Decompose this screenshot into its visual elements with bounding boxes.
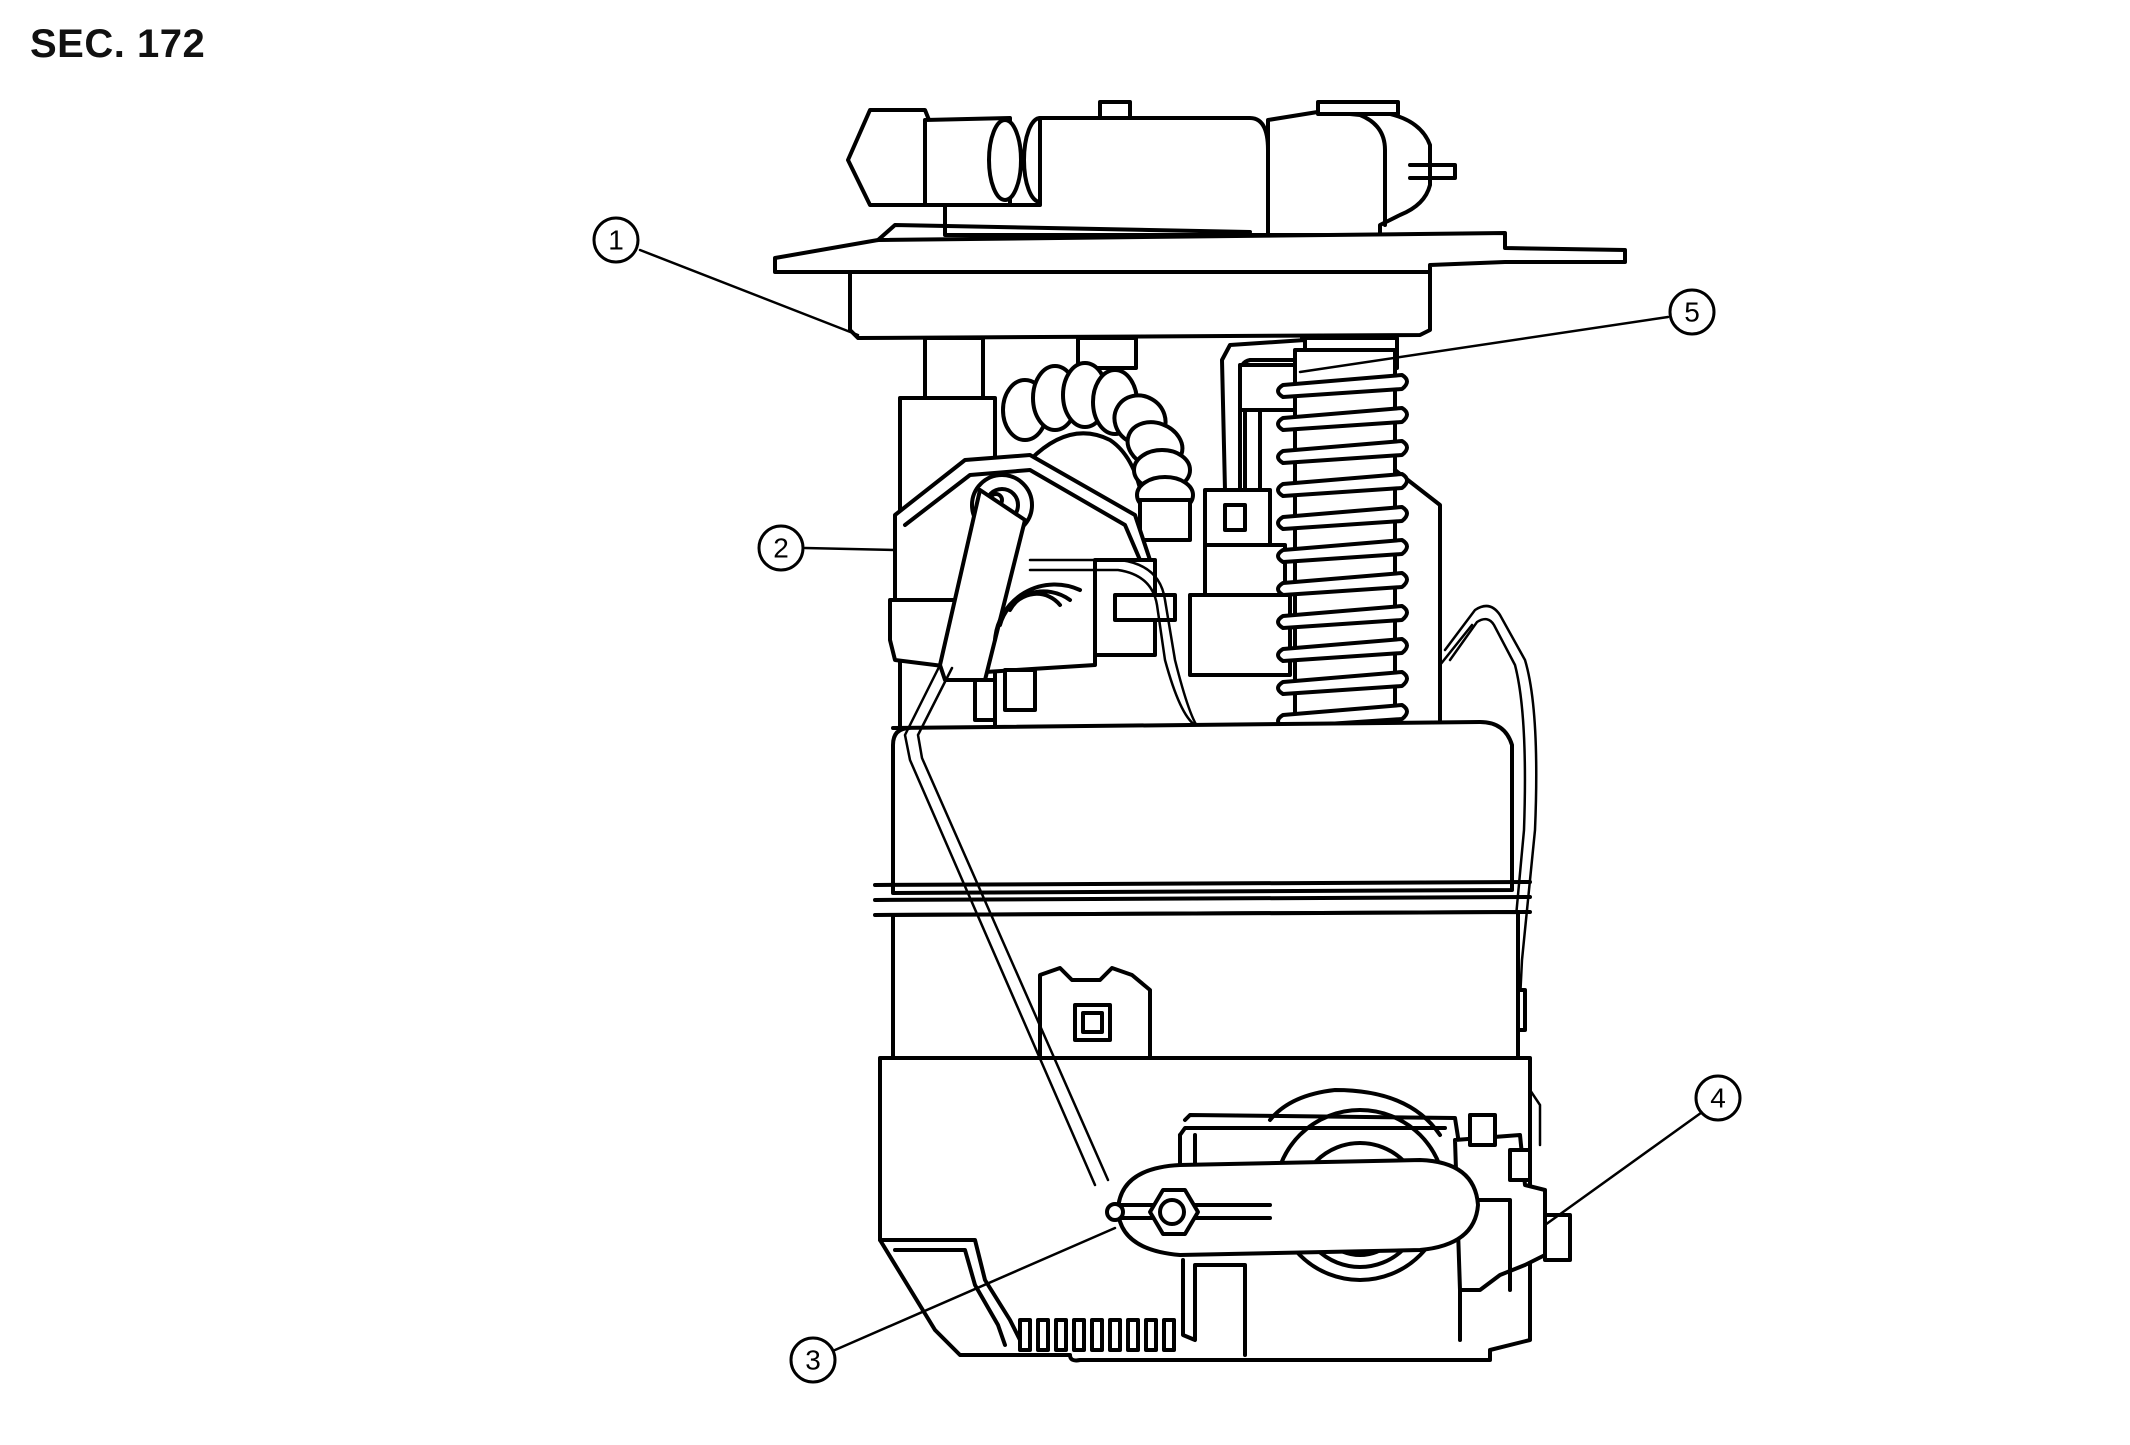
housing-tooth [1162,1318,1176,1352]
housing-tooth [1126,1318,1140,1352]
spring-coil [1276,472,1409,498]
coil-spring [1276,348,1442,729]
housing-tooth [1090,1318,1104,1352]
leader-lines [638,248,1707,1352]
reservoir-cup [873,720,1532,1062]
callout-1-label: 1 [608,225,624,256]
callout-2: 2 [757,524,805,572]
spring-coil [1276,703,1409,729]
housing-tooth [1072,1318,1086,1352]
housing-tooth [1018,1318,1032,1352]
flange-plate [773,223,1627,340]
float-arm-and-float [903,663,1480,1257]
corrugated-hose [1001,361,1195,542]
housing-tooth [1036,1318,1050,1352]
callout-4-label: 4 [1710,1083,1726,1114]
callout-1: 1 [592,216,640,264]
housing-tooth [1054,1318,1068,1352]
callout-3-label: 3 [805,1345,821,1376]
fuel-level-sensor-unit [888,453,1202,732]
spring-coil [1276,505,1409,531]
spring-coil [1276,571,1409,597]
callout-2-label: 2 [773,533,789,564]
spring-coil [1276,637,1409,663]
spring-coil [1276,604,1409,630]
callout-3: 3 [789,1336,837,1384]
spring-coil [1276,670,1409,696]
spring-coil [1276,373,1409,399]
top-fittings [846,100,1457,237]
section-label: SEC. 172 [30,22,206,66]
callout-5-label: 5 [1684,297,1700,328]
spring-coil [1276,538,1409,564]
housing-tooth [1108,1318,1122,1352]
spring-coil [1276,439,1409,465]
callout-5: 5 [1668,288,1716,336]
regulator-bracket [1188,338,1307,677]
spring-coil [1276,406,1409,432]
callout-4: 4 [1694,1074,1742,1122]
housing-tooth [1144,1318,1158,1352]
